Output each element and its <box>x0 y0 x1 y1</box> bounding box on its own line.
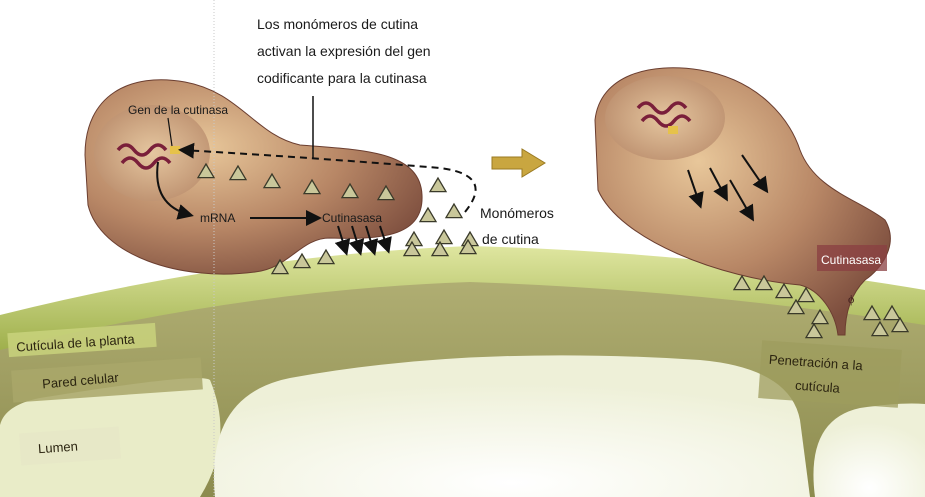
lumen-label: Lumen <box>38 438 79 456</box>
right-nucleus <box>605 76 725 160</box>
caption-line-2: activan la expresión del gen <box>257 43 431 59</box>
cutin-monomer-triangle <box>430 178 446 192</box>
cutin-monomer-triangle <box>446 204 462 218</box>
right-penetration-glyph: ϕ <box>848 292 854 306</box>
lumen-center <box>214 355 810 497</box>
caption-line-3: codificante para la cutinasa <box>257 70 427 86</box>
caption-text: Los monómeros de cutina activan la expre… <box>257 16 431 86</box>
left-enzyme-label: Cutinasasa <box>322 211 382 225</box>
monomers-label-line-2: de cutina <box>482 231 539 247</box>
penetration-label: Penetración a la cutícula <box>758 340 902 408</box>
left-nucleus <box>94 105 210 201</box>
right-gene-marker <box>668 126 678 134</box>
left-gene-marker <box>170 146 180 154</box>
penetration-label-box <box>758 340 902 408</box>
step-arrow <box>492 149 545 177</box>
right-enzyme-label: Cutinasasa <box>821 253 881 267</box>
penetration-line-2: cutícula <box>795 378 842 396</box>
cutin-monomer-triangle <box>406 232 422 246</box>
gene-label: Gen de la cutinasa <box>128 103 228 117</box>
cutin-monomer-triangle <box>420 208 436 222</box>
mrna-label: mRNA <box>200 211 235 225</box>
cutin-monomer-triangle <box>436 230 452 244</box>
step-arrow-shape <box>492 149 545 177</box>
monomers-label-line-1: Monómeros <box>480 205 554 221</box>
caption-line-1: Los monómeros de cutina <box>257 16 418 32</box>
